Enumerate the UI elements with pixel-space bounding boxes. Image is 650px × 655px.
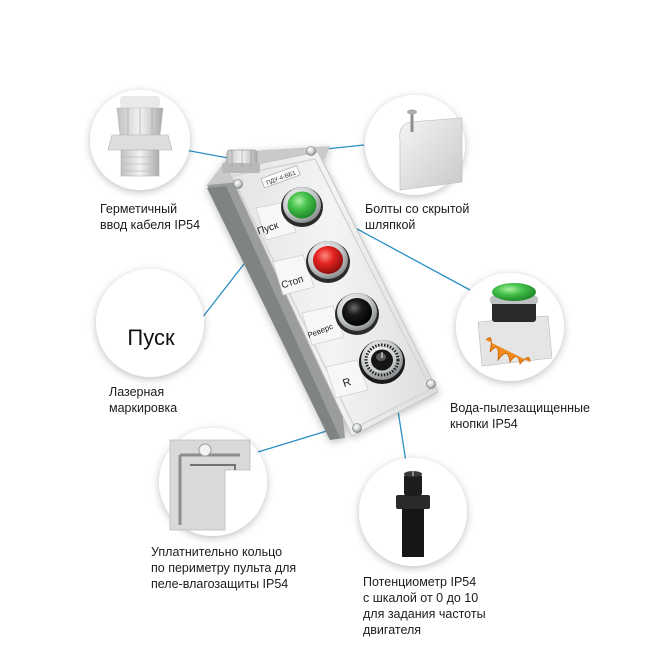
caption-seal-ring: Уплатнительно кольцо по периметру пульта… xyxy=(151,545,297,591)
detail-circle-laser-marking xyxy=(96,269,204,377)
button-label-r: R xyxy=(341,376,352,390)
caption-buttons: Вода-пылезащищенные кнопки IP54 xyxy=(450,401,590,431)
detail-circle-button xyxy=(456,273,564,381)
detail-circle-seal-ring xyxy=(159,428,267,536)
caption-cable-gland: Герметичный ввод кабеля IP54 xyxy=(100,202,201,232)
label-plates xyxy=(255,201,369,399)
corner-screws xyxy=(233,146,436,433)
leader-line-seal xyxy=(257,429,331,453)
caption-laser-marking: Лазерная маркировка xyxy=(109,385,178,415)
detail-circle-cable-gland xyxy=(90,90,190,190)
reverse-button[interactable] xyxy=(335,293,379,335)
start-button[interactable] xyxy=(281,187,323,227)
caption-potentiometer: Потенциометр IP54 с шкалой от 0 до 10 дл… xyxy=(363,575,486,637)
caption-bolts: Болты со скрытой шляпкой xyxy=(365,202,470,232)
leader-line-gland xyxy=(184,149,229,159)
stop-button[interactable] xyxy=(306,241,350,283)
detail-circle-bolts xyxy=(365,95,465,195)
potentiometer-knob[interactable] xyxy=(359,340,405,384)
detail-circle-potentiometer xyxy=(359,458,467,566)
laser-marking-sample: Пуск xyxy=(127,325,175,350)
cable-gland-on-panel xyxy=(222,149,260,173)
